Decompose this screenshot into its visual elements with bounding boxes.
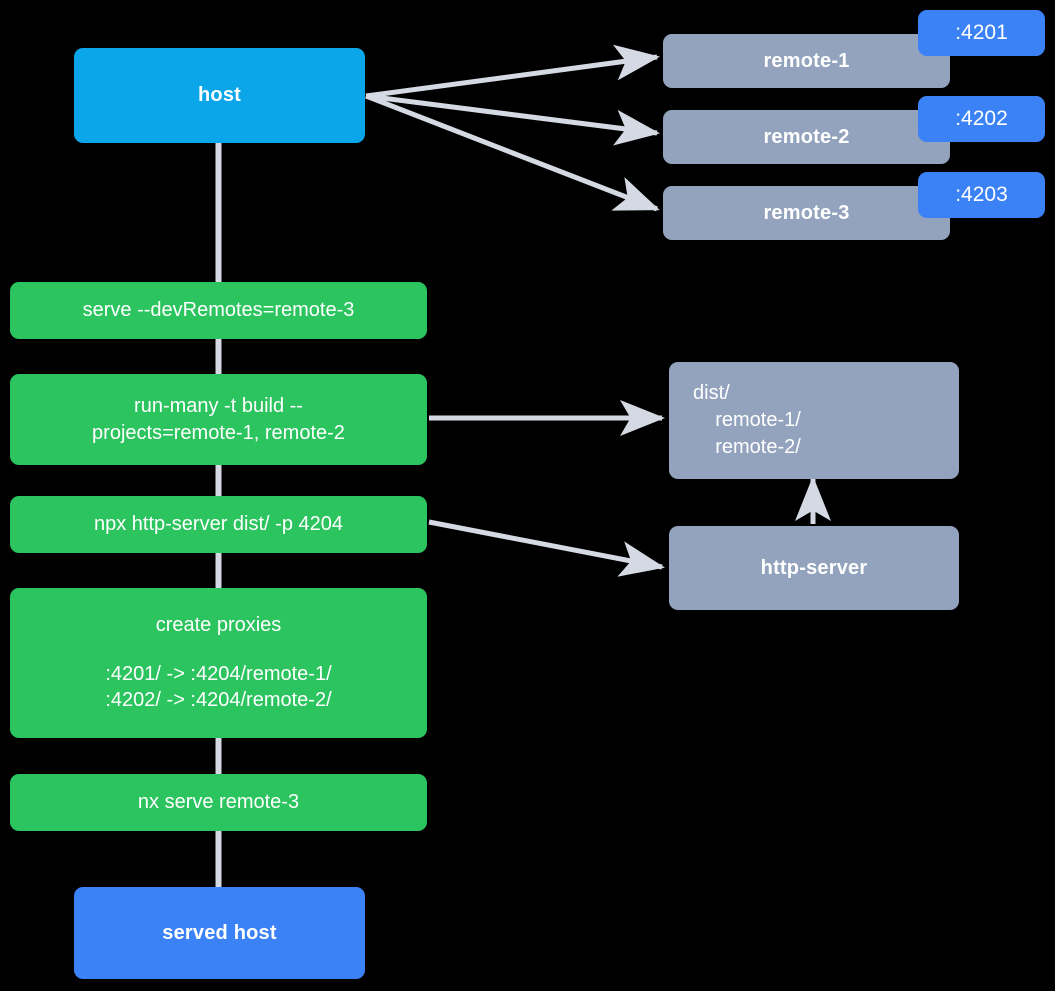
port-badge-remote-1-label: :4201 (955, 21, 1008, 44)
node-dist-dir-line-1: dist/ (693, 382, 730, 405)
node-nx-serve-remote-3-label: nx serve remote-3 (137, 791, 300, 814)
node-nx-serve-remote-3[interactable]: nx serve remote-3 (10, 774, 427, 831)
node-create-proxies-mapping-1: :4201/ -> :4204/remote-1/ (105, 662, 332, 685)
node-dist-dir[interactable]: dist/ remote-1/ remote-2/ (669, 362, 959, 479)
node-create-proxies[interactable]: create proxies :4201/ -> :4204/remote-1/… (10, 588, 427, 738)
port-badge-remote-2-label: :4202 (955, 107, 1008, 130)
node-host-label: host (197, 84, 242, 107)
node-served-host[interactable]: served host (74, 887, 365, 979)
node-remote-2-label: remote-2 (763, 125, 850, 148)
node-create-proxies-mapping-2: :4202/ -> :4204/remote-2/ (105, 689, 332, 712)
node-dist-dir-line-3: remote-2/ (693, 435, 801, 458)
port-badge-remote-2[interactable]: :4202 (918, 96, 1045, 142)
node-run-many-line-1: run-many -t build -- (134, 394, 303, 417)
node-remote-1[interactable]: remote-1 (663, 34, 950, 88)
node-serve-dev-remotes-label: serve --devRemotes=remote-3 (82, 299, 355, 322)
node-serve-dev-remotes[interactable]: serve --devRemotes=remote-3 (10, 282, 427, 339)
node-remote-3-label: remote-3 (763, 201, 850, 224)
node-http-server[interactable]: http-server (669, 526, 959, 610)
node-create-proxies-title: create proxies (155, 613, 282, 636)
port-badge-remote-3[interactable]: :4203 (918, 172, 1045, 218)
node-dist-dir-line-2: remote-1/ (693, 409, 801, 432)
arrow-host-to-remote-2 (365, 93, 660, 146)
arrow-npx-to-httpserver (428, 519, 665, 577)
node-npx-http-server[interactable]: npx http-server dist/ -p 4204 (10, 496, 427, 553)
node-http-server-label: http-server (760, 556, 868, 579)
node-npx-http-server-label: npx http-server dist/ -p 4204 (93, 513, 343, 536)
node-served-host-label: served host (162, 921, 277, 944)
node-remote-2[interactable]: remote-2 (663, 110, 950, 164)
node-remote-3[interactable]: remote-3 (663, 186, 950, 240)
port-badge-remote-1[interactable]: :4201 (918, 10, 1045, 56)
port-badge-remote-3-label: :4203 (955, 183, 1008, 206)
node-host[interactable]: host (74, 48, 365, 143)
node-remote-1-label: remote-1 (763, 49, 850, 72)
node-run-many-line-2: projects=remote-1, remote-2 (92, 421, 345, 444)
node-run-many[interactable]: run-many -t build -- projects=remote-1, … (10, 374, 427, 465)
arrow-host-to-remote-1 (365, 44, 660, 99)
arrow-host-to-remote-3 (365, 93, 660, 212)
